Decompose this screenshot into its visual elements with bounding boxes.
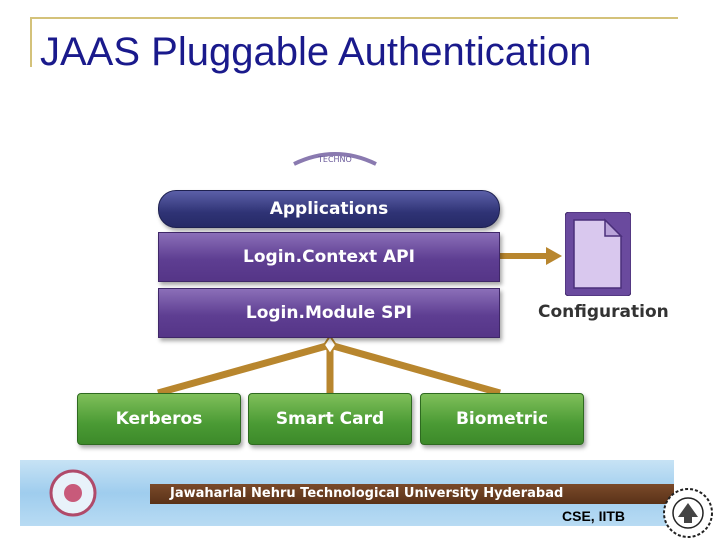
login-context-api-label: Login.Context API xyxy=(243,247,415,267)
seal-fragment-icon: TECHNO xyxy=(293,152,377,166)
footer-credit: CSE, IITB xyxy=(562,508,626,524)
banner-stripe xyxy=(150,484,674,504)
config-arrow-head xyxy=(546,247,562,265)
frame-left-border xyxy=(30,17,32,67)
seal-text: TECHNO xyxy=(317,155,352,164)
biometric-label: Biometric xyxy=(455,409,549,429)
kerberos-module: Kerberos xyxy=(77,393,241,445)
login-module-spi-layer: Login.Module SPI xyxy=(158,288,500,338)
university-banner: Jawaharlal Nehru Technological Universit… xyxy=(20,460,674,526)
smart-card-label: Smart Card xyxy=(275,409,385,429)
applications-label: Applications xyxy=(269,199,389,219)
frame-top-border xyxy=(30,17,678,19)
biometric-module: Biometric xyxy=(420,393,584,445)
university-logo-icon xyxy=(49,469,97,517)
configuration-label: Configuration xyxy=(538,302,669,322)
connector-hub xyxy=(322,334,338,356)
slide-title: JAAS Pluggable Authentication xyxy=(40,30,592,74)
login-context-api-layer: Login.Context API xyxy=(158,232,500,282)
kerberos-label: Kerberos xyxy=(115,409,203,429)
smart-card-module: Smart Card xyxy=(248,393,412,445)
connector-biometric xyxy=(329,341,501,397)
banner-text: Jawaharlal Nehru Technological Universit… xyxy=(170,486,564,501)
document-icon xyxy=(565,212,631,296)
connector-kerberos xyxy=(157,341,331,397)
iitb-logo-icon xyxy=(663,488,713,538)
login-module-spi-label: Login.Module SPI xyxy=(245,303,413,323)
applications-layer: Applications xyxy=(158,190,500,228)
